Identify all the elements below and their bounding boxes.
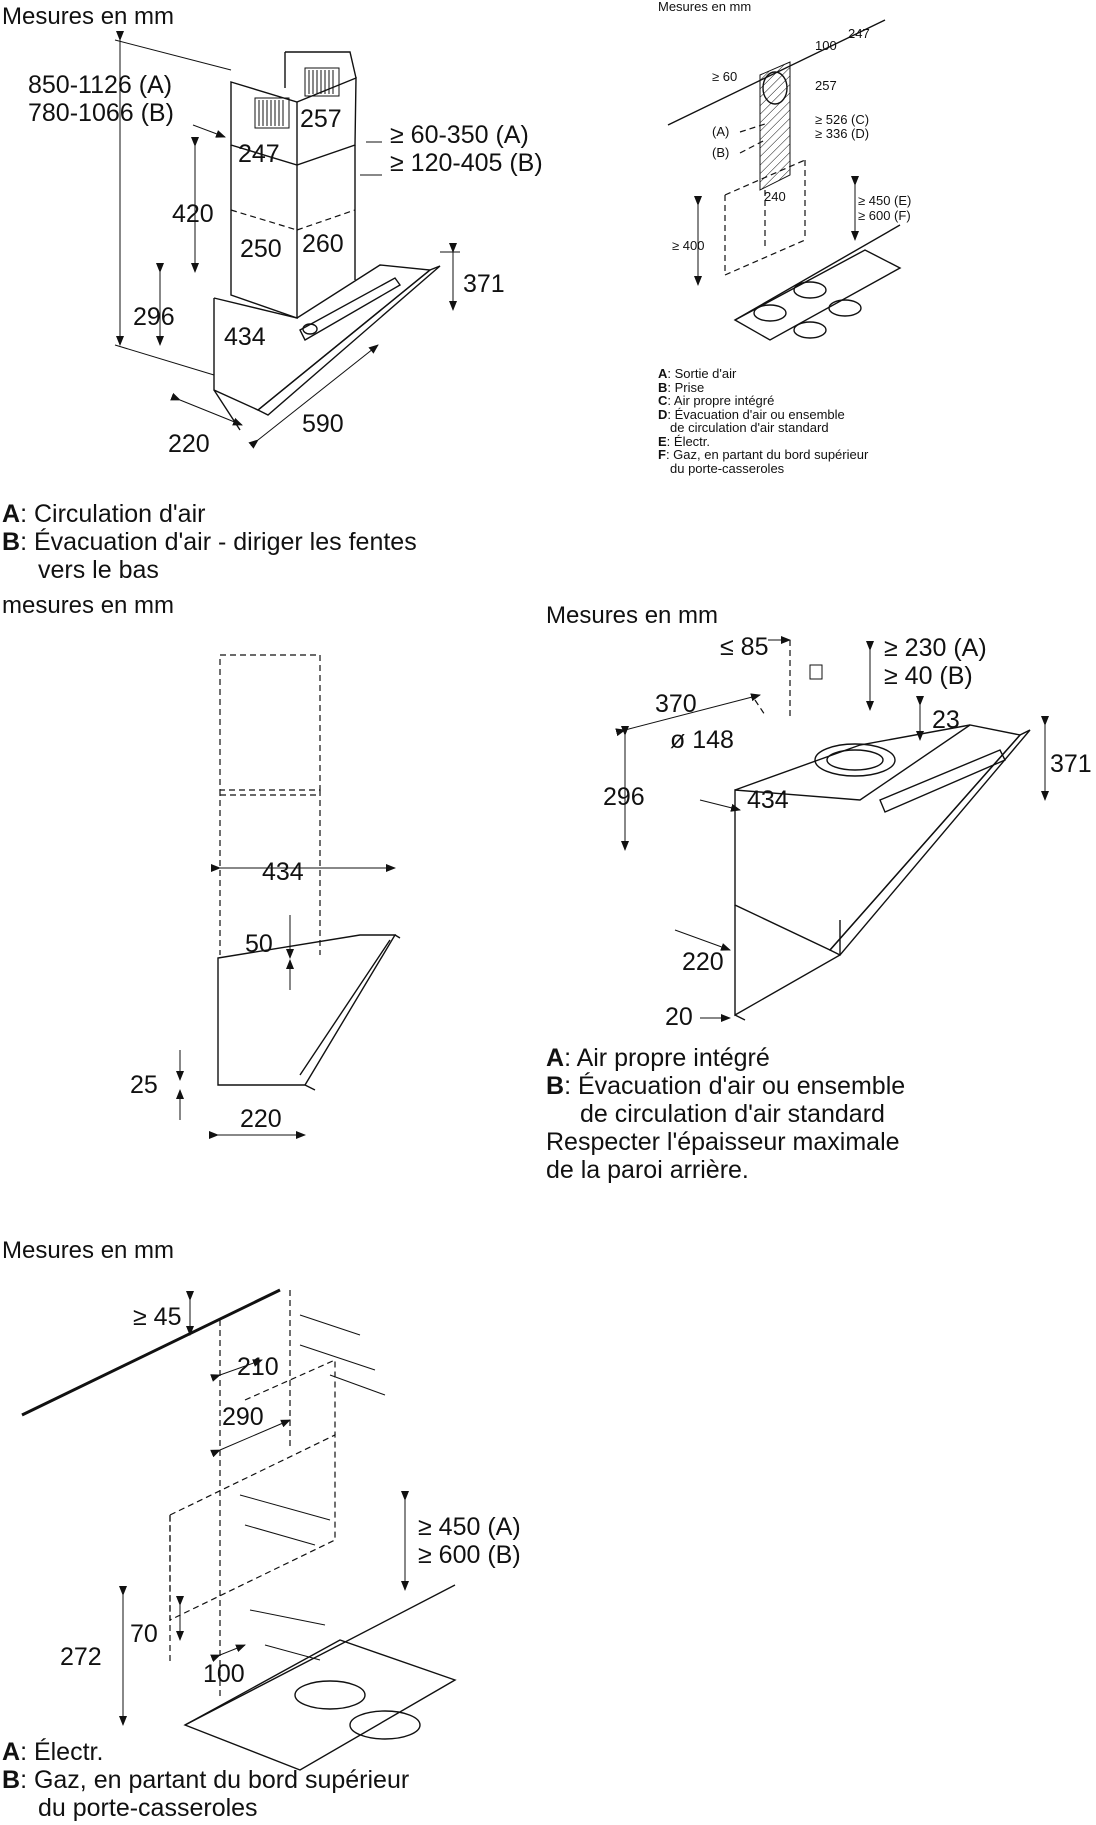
marker-b: (B)	[712, 145, 729, 160]
dim4-20: 20	[665, 1003, 693, 1031]
worktop-line	[734, 224, 901, 321]
panel-1-heading: Mesures en mm	[2, 3, 174, 30]
legend-row-d2: de circulation d'air standard	[670, 420, 829, 435]
dim3-434: 434	[262, 858, 304, 886]
dim4-220: 220	[682, 948, 724, 976]
panel-4-hood-outlet: Mesures en mm ≤ 85 ≥ 230 (A) ≥ 40 (B) 37…	[546, 602, 1092, 1031]
dim3-25: 25	[130, 1071, 158, 1099]
dim5-272: 272	[60, 1643, 102, 1671]
dim2-100: 100	[815, 38, 837, 53]
dim3-50: 50	[245, 930, 273, 958]
panel-2-heading: Mesures en mm	[658, 0, 751, 14]
dim4-148: ø 148	[670, 726, 734, 754]
screws	[239, 1314, 386, 1661]
dim-gap-b: ≥ 120-405 (B)	[390, 149, 543, 177]
panel-3-heading: mesures en mm	[2, 592, 174, 619]
legend-row-c: C: Air propre intégré	[658, 393, 775, 408]
dim-height-a: 850-1126 (A)	[28, 71, 172, 99]
dim5-45: ≥ 45	[133, 1303, 181, 1331]
dim5-b600: ≥ 600 (B)	[418, 1541, 521, 1569]
panel-5-mounting: Mesures en mm ≥ 45 210 290 ≥ 450 (A) ≥ 6…	[2, 1237, 521, 1771]
chimney-outline-upper	[219, 654, 321, 791]
panel-5-legend: A: Électr. B: Gaz, en partant du bord su…	[2, 1738, 410, 1822]
glass-panel-4	[828, 729, 1031, 956]
dim2-336: ≥ 336 (D)	[815, 126, 869, 141]
dim5-100: 100	[203, 1660, 245, 1688]
dim4-434: 434	[747, 786, 789, 814]
dim2-247: 247	[848, 26, 870, 41]
dim5-210: 210	[237, 1353, 279, 1381]
dim2-526: ≥ 526 (C)	[815, 112, 869, 127]
glass-panel	[256, 265, 441, 416]
dim4-23: 23	[932, 706, 960, 734]
back-wall	[734, 905, 841, 1017]
dim5-70: 70	[130, 1620, 158, 1648]
dim2-60: ≥ 60	[712, 69, 737, 84]
hood-outline-5	[169, 1434, 336, 1621]
hob	[733, 249, 902, 341]
dim2-400: ≥ 400	[672, 238, 704, 253]
dim-gap-a: ≥ 60-350 (A)	[390, 121, 529, 149]
legend-row-f2: du porte-casseroles	[670, 460, 785, 476]
panel-2-legend: A: Sortie d'air B: Prise C: Air propre i…	[658, 367, 868, 475]
dim2-257: 257	[815, 78, 837, 93]
dim4-a230: ≥ 230 (A)	[884, 634, 987, 662]
legend-row-d: D: Évacuation d'air ou ensemble	[658, 406, 845, 422]
panel-2-wall-install: Mesures en mm 247 100 257 ≥ 60 (A) (B) ≥…	[658, 0, 911, 341]
dim-260: 260	[302, 230, 344, 258]
chimney-top	[284, 51, 357, 88]
chimney-outline-lower	[219, 790, 321, 955]
slot-4	[879, 749, 1006, 813]
panel-4-heading: Mesures en mm	[546, 602, 718, 629]
dim-296: 296	[133, 303, 175, 331]
dim-height-b: 780-1066 (B)	[28, 99, 174, 127]
dim2-600: ≥ 600 (F)	[858, 208, 911, 223]
dim-chimney-w: 247	[238, 140, 280, 168]
marker-a: (A)	[712, 124, 729, 139]
dim2-450: ≥ 450 (E)	[858, 193, 911, 208]
dim-371: 371	[463, 270, 505, 298]
dim4-370: 370	[655, 690, 697, 718]
dim4-85: ≤ 85	[720, 633, 768, 661]
dim-chimney-d: 257	[300, 105, 342, 133]
dim5-a450: ≥ 450 (A)	[418, 1513, 521, 1541]
dim4-b40: ≥ 40 (B)	[884, 662, 973, 690]
air-outlet	[814, 743, 896, 777]
dim-220: 220	[168, 430, 210, 458]
worktop-5	[184, 1584, 456, 1726]
chimney-grille	[254, 67, 340, 129]
dim-434: 434	[224, 323, 266, 351]
legend-row-a: A: Sortie d'air	[658, 366, 737, 381]
legend-row-f: F: Gaz, en partant du bord supérieur	[658, 447, 869, 462]
ceiling-line-5	[21, 1288, 281, 1417]
panel-1-legend: A: Circulation d'air B: Évacuation d'air…	[2, 500, 417, 584]
chimney-lower	[230, 145, 356, 319]
dim3-220: 220	[240, 1105, 282, 1133]
dim-590: 590	[302, 410, 344, 438]
panel-4-legend: A: Air propre intégré B: Évacuation d'ai…	[546, 1044, 906, 1184]
side-hood	[217, 934, 397, 1086]
panel-3-side-view: mesures en mm 434 50 25 220	[2, 592, 401, 1139]
dim4-296: 296	[603, 783, 645, 811]
legend-row-e: E: Électr.	[658, 433, 711, 449]
hood-slot	[299, 277, 402, 341]
panel-5-heading: Mesures en mm	[2, 1237, 174, 1264]
legend-row-b: B: Prise	[658, 379, 705, 395]
dim2-240: 240	[764, 189, 786, 204]
dim4-371: 371	[1050, 750, 1092, 778]
dim-250: 250	[240, 235, 282, 263]
hob-5	[183, 1639, 457, 1771]
dim-420: 420	[172, 200, 214, 228]
dim5-290: 290	[222, 1403, 264, 1431]
duct-hatch	[759, 61, 791, 191]
mount-dashes	[219, 1290, 291, 1700]
panel-1-hood-chimney: Mesures en mm 850-1	[2, 3, 543, 458]
